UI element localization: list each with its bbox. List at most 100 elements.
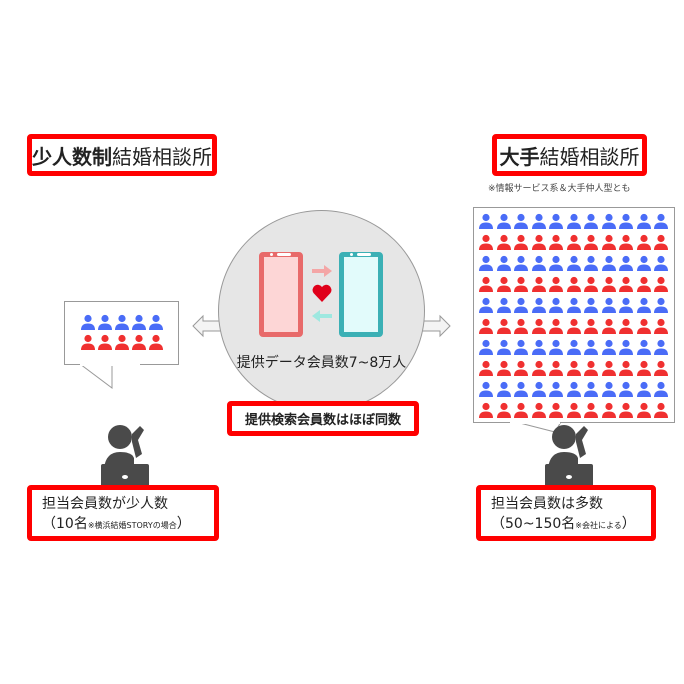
left-balloon-tail [79,363,113,389]
member-blue-icon [479,255,493,271]
member-red-icon [654,276,668,292]
member-red-icon [601,276,616,292]
member-red-icon [619,318,633,334]
large-agency-title: 大手結婚相談所 [492,134,647,176]
member-red-icon [479,360,493,376]
member-blue-icon [115,314,129,330]
member-red-icon [654,234,668,250]
right-count-line2: （50~150名※会社による） [491,516,636,532]
title-rest: 結婚相談所 [539,144,640,169]
member-red-icon [566,276,581,292]
title-rest: 結婚相談所 [112,144,212,169]
member-red-icon [479,402,493,418]
member-blue-icon [479,339,493,355]
member-blue-icon [566,213,581,229]
member-blue-icon [654,381,668,397]
member-red-icon [531,234,546,250]
member-red-icon [619,402,633,418]
member-blue-icon [531,213,546,229]
member-red-icon [619,360,633,376]
member-blue-icon [132,314,146,330]
member-red-icon [479,234,493,250]
member-red-icon [619,234,633,250]
member-red-icon [496,276,511,292]
member-blue-icon [479,297,493,313]
member-blue-icon [584,297,598,313]
member-red-icon [496,234,511,250]
arrow-left-teal-icon [312,310,332,322]
member-blue-icon [566,381,581,397]
arrow-right-pink-icon [312,265,332,277]
large-agency-note: ※情報サービス系＆大手仲人型とも [488,184,631,194]
member-blue-icon [531,297,546,313]
member-blue-icon [496,255,511,271]
member-red-icon [619,276,633,292]
title-bold: 少人数制 [32,144,112,169]
member-red-icon [566,318,581,334]
member-blue-icon [636,213,651,229]
member-blue-icon [531,255,546,271]
member-red-icon [636,234,651,250]
member-red-icon [115,334,129,350]
member-red-icon [636,402,651,418]
member-red-icon [566,402,581,418]
member-blue-icon [636,255,651,271]
member-blue-icon [619,339,633,355]
member-blue-icon [514,339,528,355]
member-red-icon [514,276,528,292]
member-blue-icon [601,297,616,313]
member-blue-icon [636,297,651,313]
member-red-icon [584,318,598,334]
member-blue-icon [601,213,616,229]
member-red-icon [601,234,616,250]
member-red-icon [636,318,651,334]
member-blue-icon [584,339,598,355]
member-blue-icon [514,297,528,313]
member-red-icon [654,360,668,376]
circle-text: 提供データ会員数7~8万人 [236,355,407,371]
member-blue-icon [619,255,633,271]
member-blue-icon [654,339,668,355]
member-blue-icon [496,213,511,229]
member-red-icon [601,360,616,376]
member-blue-icon [514,213,528,229]
member-blue-icon [619,213,633,229]
member-blue-icon [549,255,563,271]
member-blue-icon [566,255,581,271]
member-red-icon [479,318,493,334]
member-red-icon [654,318,668,334]
right-count-line1: 担当会員数は多数 [491,496,603,512]
member-red-icon [514,402,528,418]
member-red-icon [566,360,581,376]
member-red-icon [514,360,528,376]
right-member-count-box: 担当会員数は多数 （50~150名※会社による） [476,485,656,541]
member-red-icon [601,402,616,418]
member-blue-icon [636,381,651,397]
member-blue-icon [531,339,546,355]
member-red-icon [549,360,563,376]
member-blue-icon [98,314,112,330]
member-blue-icon [566,339,581,355]
member-red-icon [149,334,163,350]
member-red-icon [584,360,598,376]
member-red-icon [549,402,563,418]
member-red-icon [549,234,563,250]
member-blue-icon [636,339,651,355]
member-blue-icon [566,297,581,313]
member-red-icon [654,402,668,418]
member-red-icon [566,234,581,250]
member-red-icon [531,318,546,334]
member-blue-icon [619,381,633,397]
member-red-icon [132,334,146,350]
shared-database-circle [218,210,425,412]
member-red-icon [81,334,95,350]
member-blue-icon [654,213,668,229]
member-blue-icon [479,381,493,397]
right-member-icons [478,213,671,418]
member-blue-icon [619,297,633,313]
member-blue-icon [496,339,511,355]
member-red-icon [549,276,563,292]
member-blue-icon [584,213,598,229]
member-red-icon [584,276,598,292]
member-blue-icon [654,255,668,271]
